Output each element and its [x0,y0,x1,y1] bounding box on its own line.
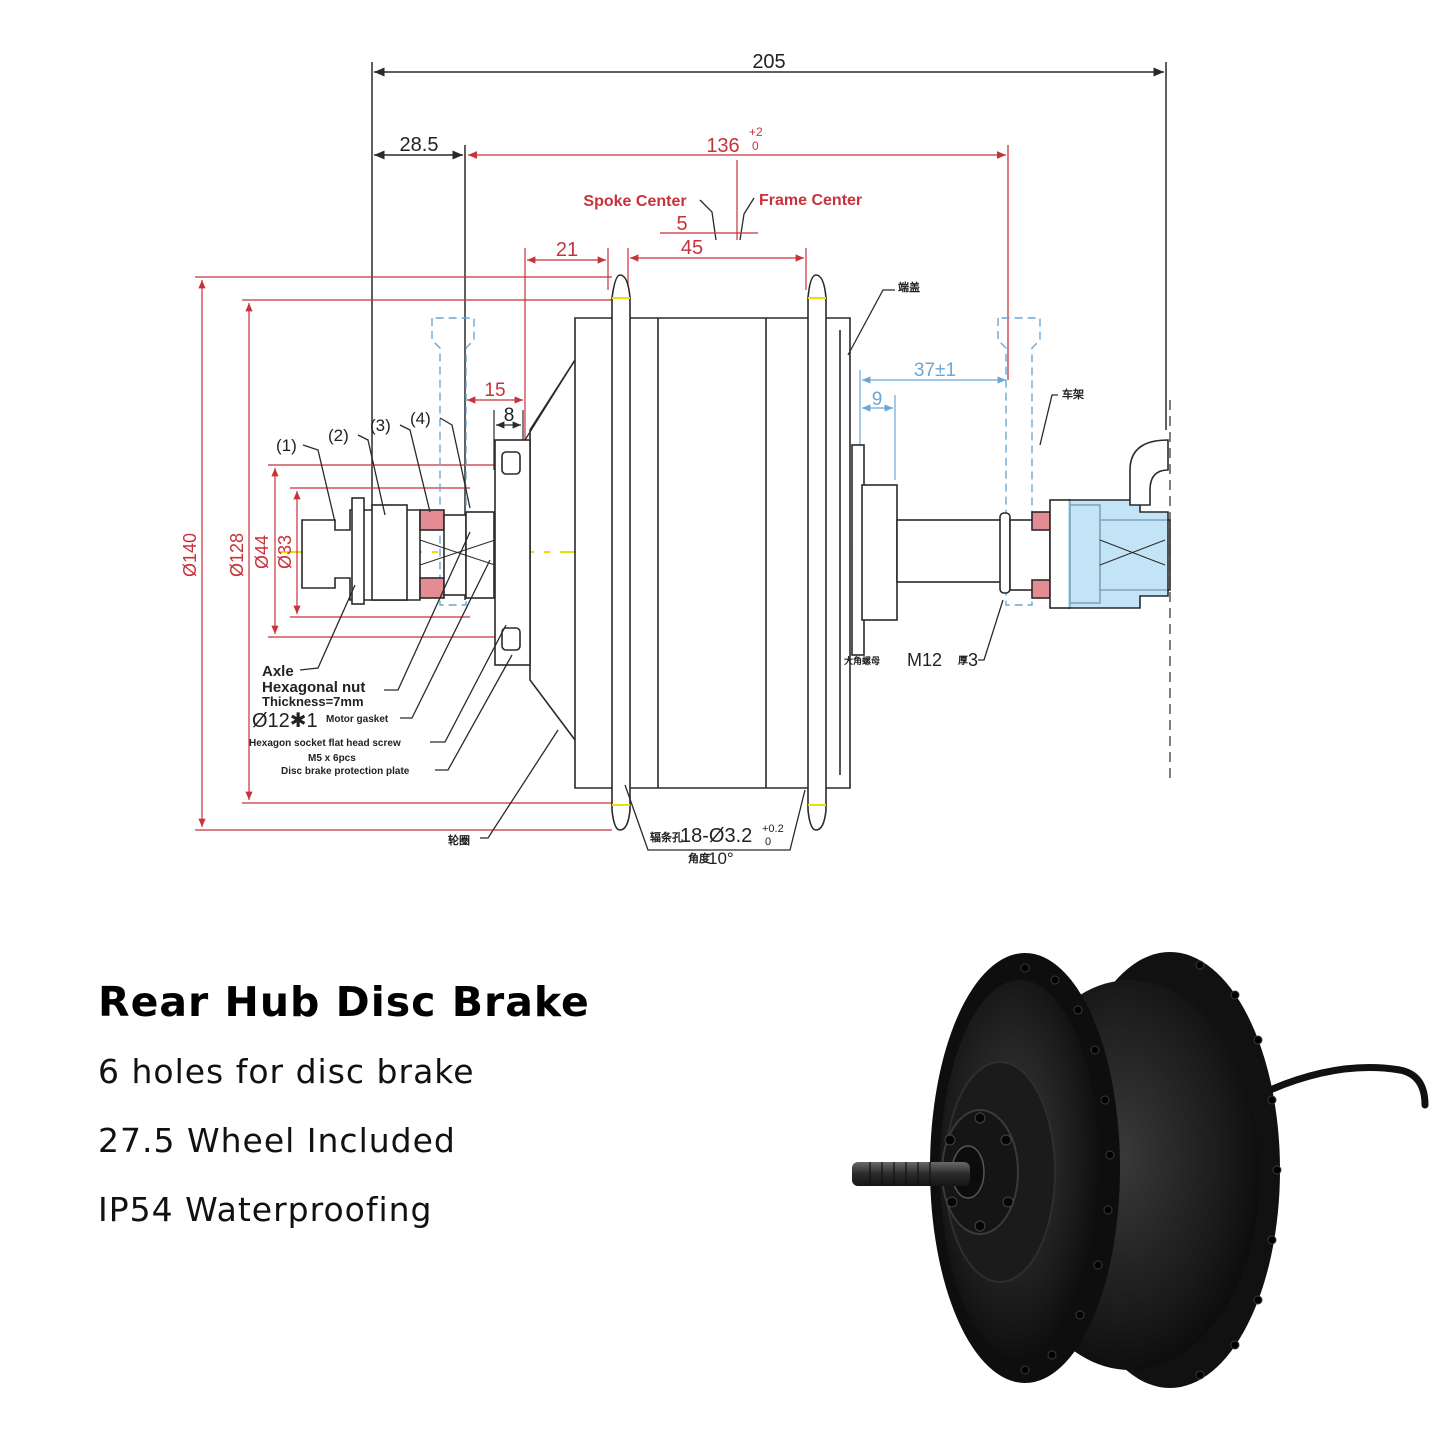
dimension-15-8: 15 8 [467,380,524,470]
svg-text:角度: 角度 [688,851,711,865]
dim-8-label: 8 [504,405,515,426]
spec-panel: Rear Hub Disc Brake 6 holes for disc bra… [98,978,590,1229]
washer-thickness-label: 3 [968,650,978,670]
dim-136-tol-lower: 0 [752,139,759,153]
frame-center-label: Frame Center [759,192,862,209]
technical-drawing: 205 28.5 136 +2 0 Spoke Center Frame Cen… [180,51,1171,868]
svg-text:辐条孔: 辐条孔 [650,830,683,844]
motor-cable [1266,1064,1429,1109]
dim-21-label: 21 [556,239,578,261]
dim-dia128-label: Ø128 [227,533,247,577]
dim-dia140-label: Ø140 [180,533,200,577]
svg-text:0: 0 [765,836,771,848]
screw-spec-label: M5 x 6pcs [308,753,356,764]
axle-label: Axle [262,663,294,680]
right-axle-assembly [896,439,1171,609]
hub-motor-body [494,274,898,831]
thick-label: 厚 [958,655,968,667]
feature-disc-holes: 6 holes for disc brake [98,1052,475,1091]
thickness-label: Thickness=7mm [262,694,364,709]
callout-3: (3) [370,416,391,435]
callout-2: (2) [328,426,349,445]
center-labels: Spoke Center Frame Center 5 [583,160,862,241]
big-nut-label: 大角螺母 [844,655,880,666]
angle-label: 10° [708,849,734,868]
feature-wheel: 27.5 Wheel Included [98,1121,456,1160]
hub-motor-photo [852,952,1429,1388]
flange-yellow-marks [612,297,826,806]
callout-1: (1) [276,436,297,455]
dimension-21-45: 21 45 [524,237,807,480]
dim-37-label: 37±1 [914,360,956,381]
diameter-dimensions [195,276,612,831]
dim-9-label: 9 [872,389,883,410]
product-title: Rear Hub Disc Brake [98,978,590,1026]
dim-dia33-label: Ø33 [275,535,295,569]
dim-45-label: 45 [681,237,703,259]
dimension-overall: 205 [371,51,1167,590]
end-cap-label: 端盖 [898,280,920,294]
spoke-holes-label: 18-Ø3.2 [680,825,752,847]
dropout-outlines [431,317,1041,606]
spoke-center-label: Spoke Center [583,193,686,210]
dim-136-label: 136 [706,135,739,157]
dim-205-label: 205 [752,51,785,73]
dimension-136: 136 +2 0 [468,125,1009,380]
dim-28-5-label: 28.5 [400,134,439,156]
dim-5-label: 5 [676,213,687,235]
frame-label: 车架 [1062,387,1084,401]
rim-label: 轮圈 [448,833,470,847]
dimension-37-9: 37±1 9 [859,360,1006,480]
spoke-hole-callout: 辐条孔 18-Ø3.2 +0.2 0 角度 10° [624,784,806,868]
disc-bolt-holes [944,1112,1014,1232]
screw-label: Hexagon socket flat head screw [249,738,401,749]
hex-nut-label: Hexagonal nut [262,679,365,696]
feature-waterproof: IP54 Waterproofing [98,1190,433,1229]
dim-15-label: 15 [484,380,505,401]
callout-labels: (1) (2) (3) (4) Axle Hexagonal nut Thick… [249,280,1084,847]
dim-dia44-label: Ø44 [252,535,272,569]
protection-plate-label: Disc brake protection plate [281,766,410,777]
gasket-size-label: Ø12✱1 [252,710,318,732]
dim-136-tol-upper: +2 [749,125,763,139]
svg-text:+0.2: +0.2 [762,823,784,835]
thread-label: M12 [907,650,942,670]
callout-leaders [299,289,1058,839]
motor-gasket-label: Motor gasket [326,714,389,725]
left-axle-assembly [301,497,496,605]
callout-4: (4) [410,409,431,428]
spoke-holes [1020,960,1282,1380]
